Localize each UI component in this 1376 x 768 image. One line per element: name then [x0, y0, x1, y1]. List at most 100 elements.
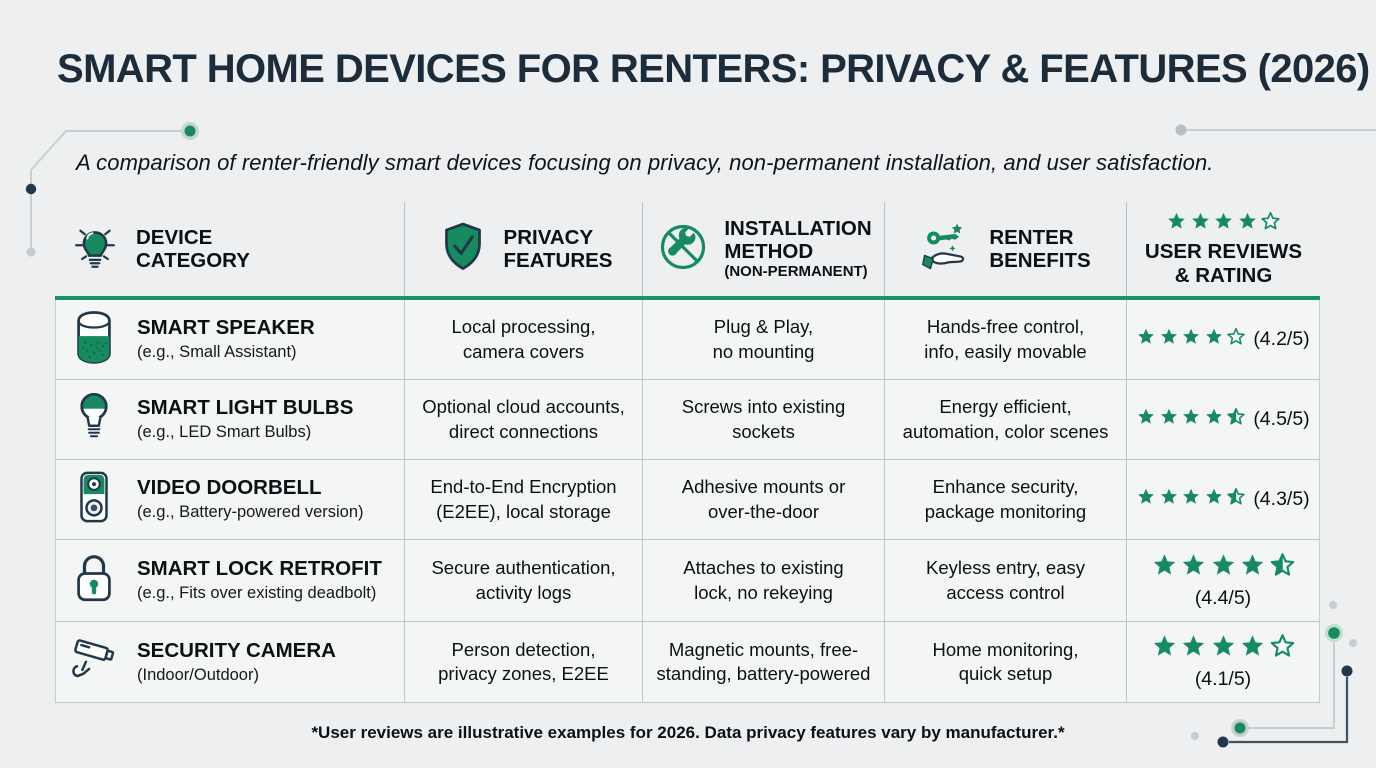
header-sublabel: (NON-PERMANENT): [724, 263, 868, 281]
header-label-line: FEATURES: [503, 249, 613, 272]
header-label-line: PRIVACY: [503, 225, 594, 249]
installation-cell-text: Magnetic mounts, free- standing, battery…: [656, 638, 871, 684]
star-half-icon: [1226, 407, 1246, 432]
star-filled-icon: [1237, 211, 1258, 237]
privacy-cell: Secure authentication, activity logs: [405, 540, 643, 622]
privacy-cell-text: Local processing, camera covers: [451, 316, 596, 362]
table-row: SMART SPEAKER (e.g., Small Assistant) Loca…: [55, 300, 1320, 380]
header-cell-user-reviews: USER REVIEWS& RATING: [1127, 202, 1320, 296]
rating-stars: [1166, 211, 1281, 237]
star-filled-icon: [1204, 407, 1224, 432]
header-label: USER REVIEWS& RATING: [1145, 240, 1302, 287]
rating-cell: (4.5/5): [1127, 380, 1320, 460]
installation-cell-text: Adhesive mounts or over-the-door: [681, 476, 846, 522]
rating-stars: [1151, 633, 1296, 665]
device-cell: VIDEO DOORBELL (e.g., Battery-powered ver…: [55, 460, 405, 540]
header-label-line: BENEFITS: [989, 249, 1091, 272]
device-cell: SMART LOCK RETROFIT(e.g., Fits over exis…: [55, 540, 405, 622]
table-row: VIDEO DOORBELL (e.g., Battery-powered ver…: [55, 460, 1320, 540]
device-category: SMART LIGHT BULBS: [137, 396, 354, 420]
rating-stars: [1136, 487, 1246, 512]
star-filled-icon: [1204, 487, 1224, 512]
star-half-icon: [1226, 487, 1246, 512]
device-cell: SECURITY CAMERA (Indoor/Outdoor): [55, 622, 405, 703]
rating-label: (4.4/5): [1194, 586, 1252, 609]
privacy-cell: Local processing, camera covers: [405, 300, 643, 380]
star-filled-icon: [1180, 552, 1207, 584]
star-filled-icon: [1151, 633, 1178, 665]
privacy-cell: End-to-End Encryption (E2EE), local stor…: [405, 460, 643, 540]
page-subtitle: A comparison of renter-friendly smart de…: [76, 150, 1214, 175]
star-filled-icon: [1159, 487, 1179, 512]
benefits-cell-text: Keyless entry, easy access control: [925, 557, 1086, 603]
rating-cell: (4.3/5): [1127, 460, 1320, 540]
table-body: SMART SPEAKER (e.g., Small Assistant) Loca…: [55, 300, 1320, 703]
star-filled-icon: [1159, 407, 1179, 432]
star-filled-icon: [1151, 552, 1178, 584]
header-label-line: RENTER: [989, 225, 1074, 249]
rating-label: (4.3/5): [1253, 488, 1310, 510]
star-filled-icon: [1181, 327, 1201, 352]
device-category: SECURITY CAMERA: [137, 638, 336, 662]
privacy-cell: Optional cloud accounts, direct connecti…: [405, 380, 643, 460]
device-category: SMART SPEAKER: [137, 316, 315, 340]
installation-cell: Adhesive mounts or over-the-door: [643, 460, 885, 540]
device-name-block: SMART LIGHT BULBS(e.g., LED Smart Bulbs): [137, 396, 354, 441]
device-icon-box: [66, 389, 122, 450]
shield-check-icon: [441, 221, 485, 278]
device-example: (e.g., Battery-powered version): [137, 503, 364, 522]
device-example: (e.g., Small Assistant): [137, 343, 297, 362]
star-filled-icon: [1136, 487, 1156, 512]
installation-cell-text: Attaches to existing lock, no rekeying: [683, 557, 844, 603]
no-tools-icon: [658, 221, 708, 278]
device-category: VIDEO DOORBELL: [137, 476, 322, 500]
star-outline-icon: [1260, 211, 1281, 237]
privacy-cell-text: Secure authentication, activity logs: [431, 557, 616, 603]
privacy-cell-text: Person detection, privacy zones, E2EE: [438, 638, 609, 684]
installation-cell-text: Plug & Play, no mounting: [712, 316, 815, 362]
footnote: *User reviews are illustrative examples …: [311, 723, 1065, 742]
device-example: (Indoor/Outdoor): [137, 665, 259, 684]
smart-speaker-icon: [71, 308, 117, 371]
rating-label: (4.5/5): [1253, 408, 1310, 430]
header-bulb-icon: [71, 218, 119, 281]
star-outline-icon: [1226, 327, 1246, 352]
star-filled-icon: [1159, 327, 1179, 352]
star-filled-icon: [1239, 633, 1266, 665]
key-hand-icon: [921, 221, 975, 278]
header-label-line: METHOD: [724, 240, 814, 263]
device-icon-box: [66, 469, 122, 530]
device-cell: SMART LIGHT BULBS(e.g., LED Smart Bulbs): [55, 380, 405, 460]
table-row: SECURITY CAMERA (Indoor/Outdoor) Person de…: [55, 622, 1320, 703]
rating-cell: (4.1/5): [1127, 622, 1320, 703]
installation-cell: Attaches to existing lock, no rekeying: [643, 540, 885, 622]
device-icon-box: [66, 634, 122, 691]
rating-cell: (4.4/5): [1127, 540, 1320, 622]
smart-bulb-icon: [73, 389, 115, 450]
star-filled-icon: [1213, 211, 1234, 237]
device-name-block: SECURITY CAMERA (Indoor/Outdoor): [137, 638, 336, 684]
installation-cell: Magnetic mounts, free- standing, battery…: [643, 622, 885, 703]
star-filled-icon: [1181, 487, 1201, 512]
installation-cell: Screws into existing sockets: [643, 380, 885, 460]
star-filled-icon: [1181, 407, 1201, 432]
header-icon-box: [655, 221, 711, 278]
benefits-cell: Keyless entry, easy access control: [885, 540, 1127, 622]
header-label-line: & RATING: [1174, 263, 1273, 287]
benefits-cell: Hands-free control, info, easily movable: [885, 300, 1127, 380]
header-icon-box: [435, 221, 491, 278]
benefits-cell-text: Home monitoring, quick setup: [932, 638, 1079, 684]
star-filled-icon: [1210, 552, 1237, 584]
benefits-cell: Energy efficient, automation, color scen…: [885, 380, 1127, 460]
rating-stars: [1136, 327, 1246, 352]
star-filled-icon: [1204, 327, 1224, 352]
star-filled-icon: [1190, 211, 1211, 237]
star-half-icon: [1269, 552, 1296, 584]
rating-label: (4.1/5): [1194, 668, 1252, 690]
video-doorbell-icon: [74, 469, 114, 530]
